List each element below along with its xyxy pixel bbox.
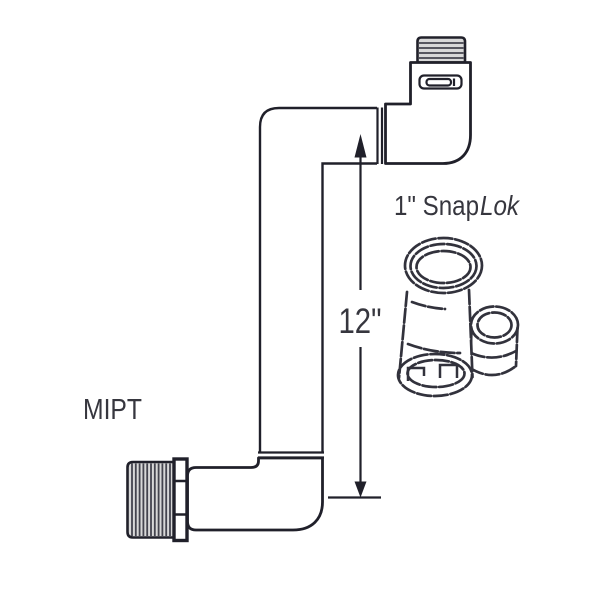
mipt-label: MIPT: [83, 394, 142, 426]
mipt-adapter: [126, 457, 189, 543]
bottom-elbow: [186, 456, 324, 532]
top-socket-joint: [376, 107, 384, 164]
dimension-arrow-up: [354, 134, 367, 158]
mipt-flange: [172, 457, 189, 543]
top-elbow: [384, 61, 472, 165]
riser-pipe: [258, 106, 377, 453]
snaplok-small-coupler: [468, 305, 520, 377]
snaplok-ring: [403, 236, 484, 295]
snaplok-label: 1" SnapLok: [394, 190, 521, 221]
dimension-arrow-down: [354, 481, 367, 498]
top-adapter-slot: [418, 74, 463, 90]
snaplok-body: [396, 284, 474, 398]
mipt-threads: [126, 460, 176, 539]
dimension: 12": [328, 134, 382, 499]
snaplok-coupling-sketch: [396, 236, 520, 398]
snaplok-label-italic: Lok: [480, 190, 521, 221]
dimension-label: 12": [339, 302, 382, 341]
snaplok-label-regular: 1" Snap: [394, 190, 479, 221]
top-male-adapter-threads: [416, 36, 467, 64]
